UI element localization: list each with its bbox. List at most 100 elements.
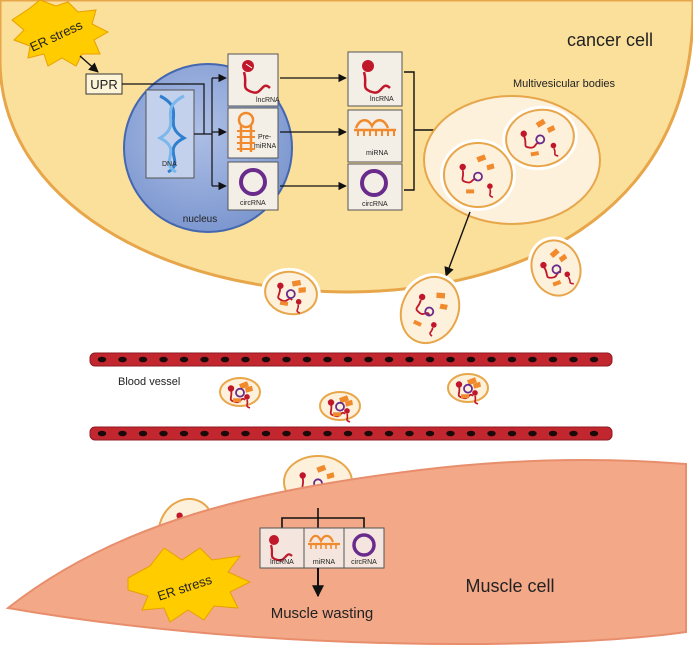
cyto-lncrna-label: lncRNA [370,96,394,103]
mirna-icon [354,119,396,136]
cyto-circrna-box: circRNA [347,163,403,211]
exosome [527,236,585,300]
vessel-cell [323,430,332,437]
lncrna-mark [472,390,478,396]
circrna-mark [473,171,483,182]
mirna-mark [326,472,335,480]
upr-to-nucleus-line [122,83,205,134]
exosome [440,139,516,211]
vessel-cell [507,430,517,437]
muscle-wasting-label: Muscle wasting [271,605,374,622]
mirna-mark [558,253,568,263]
vessel-cell [446,430,455,437]
cancer-cell-label: cancer cell [567,30,653,50]
er-stress-star-top [11,0,110,67]
circrna-mark [424,306,435,317]
mirna-mark [298,287,306,294]
lncrna-mark [431,322,437,328]
circrna-mark [463,383,473,394]
vessel-cell [159,430,168,437]
mirna-mark [279,300,289,307]
er-to-upr-arrow [79,55,99,73]
mirna-mark [333,412,341,417]
lncrna-mark [459,163,466,171]
lncrna-mark [455,381,463,388]
nuc-circrna-label: circRNA [240,200,266,207]
muscle-circrna-box: circRNA [343,527,385,569]
mirna-mark [345,399,353,407]
circrna-mark [335,401,345,412]
vessel-cell [118,356,127,363]
vessel-cell [548,430,558,437]
vessel-cell [466,430,476,437]
vessel-cell [343,430,353,437]
vessel-cell [97,356,107,363]
vessel-cell [282,430,291,437]
cyto-mirna-label: miRNA [366,150,388,157]
vessel-cell [405,430,414,437]
mirna-mark [546,125,556,134]
vessel-cell [200,430,209,437]
vessel-cell [241,356,250,363]
vessel-cell [589,356,599,363]
vessel-cell [548,356,558,363]
exosome [316,388,364,424]
exosome [502,105,578,171]
vessel-cell [220,356,230,363]
muscle-bracket-top [281,517,365,528]
vessel-cell [118,430,127,437]
vessel-cell [425,430,435,437]
arrow-exosome-release [444,211,471,277]
mirna-mark [291,279,302,287]
vessel-cell [569,430,578,437]
nucleus-label: nucleus [183,214,217,225]
vessel-cell [487,430,496,437]
mirna-mark [461,394,469,399]
mirna-mark [486,163,495,171]
muscle-lncrna-box: lncRNA [259,527,305,569]
nuc-premirna-label-1: Pre- [258,134,272,141]
mirna-mark [473,381,481,389]
mirna-mark [535,118,546,128]
mirna-mark [530,151,540,157]
vessel-cell [179,430,189,437]
vessel-cell [302,430,312,437]
lncrna-mark [295,299,302,305]
nuc-premirna-box: Pre- miRNA [227,107,279,159]
vessel-cell [384,356,394,363]
vessel-cell [282,356,291,363]
vessel-cell [507,356,517,363]
vessel-cell [261,356,271,363]
circrna-mark [535,134,546,145]
mirna-mark [412,319,422,327]
muscle-mirna-box: miRNA [303,527,345,569]
lncrna-mark [244,394,250,400]
vessel-cell [446,356,455,363]
vessel-cell [466,356,476,363]
lncrna-mark [564,271,571,278]
vessel-cell [343,356,353,363]
vessel-cell [364,356,373,363]
lncrna-mark [277,282,284,289]
vessel-cell [97,430,107,437]
lncrna-mark [227,385,235,392]
lncrna-mark [327,399,335,406]
circrna-mark [235,387,245,398]
mirna-mark [466,189,475,194]
mirna-mark [233,398,241,403]
nuc-premirna-label-2: miRNA [254,143,276,150]
er-stress-star-bottom [127,547,252,623]
vessel-cell [384,430,394,437]
mirna-mark [316,464,327,473]
vessel-cell [528,356,537,363]
cyto-lncrna-box: lncRNA [347,51,403,107]
nuc-lncrna-box: lncRNA [227,53,280,107]
vessel-cell [261,430,271,437]
vessel-cell [179,356,189,363]
nuc-lncrna-label: lncRNA [256,97,280,104]
mirna-mark [476,154,487,163]
vessel-cell [138,430,148,437]
lncrna-icon [242,60,271,94]
cyto-bracket [404,71,415,191]
